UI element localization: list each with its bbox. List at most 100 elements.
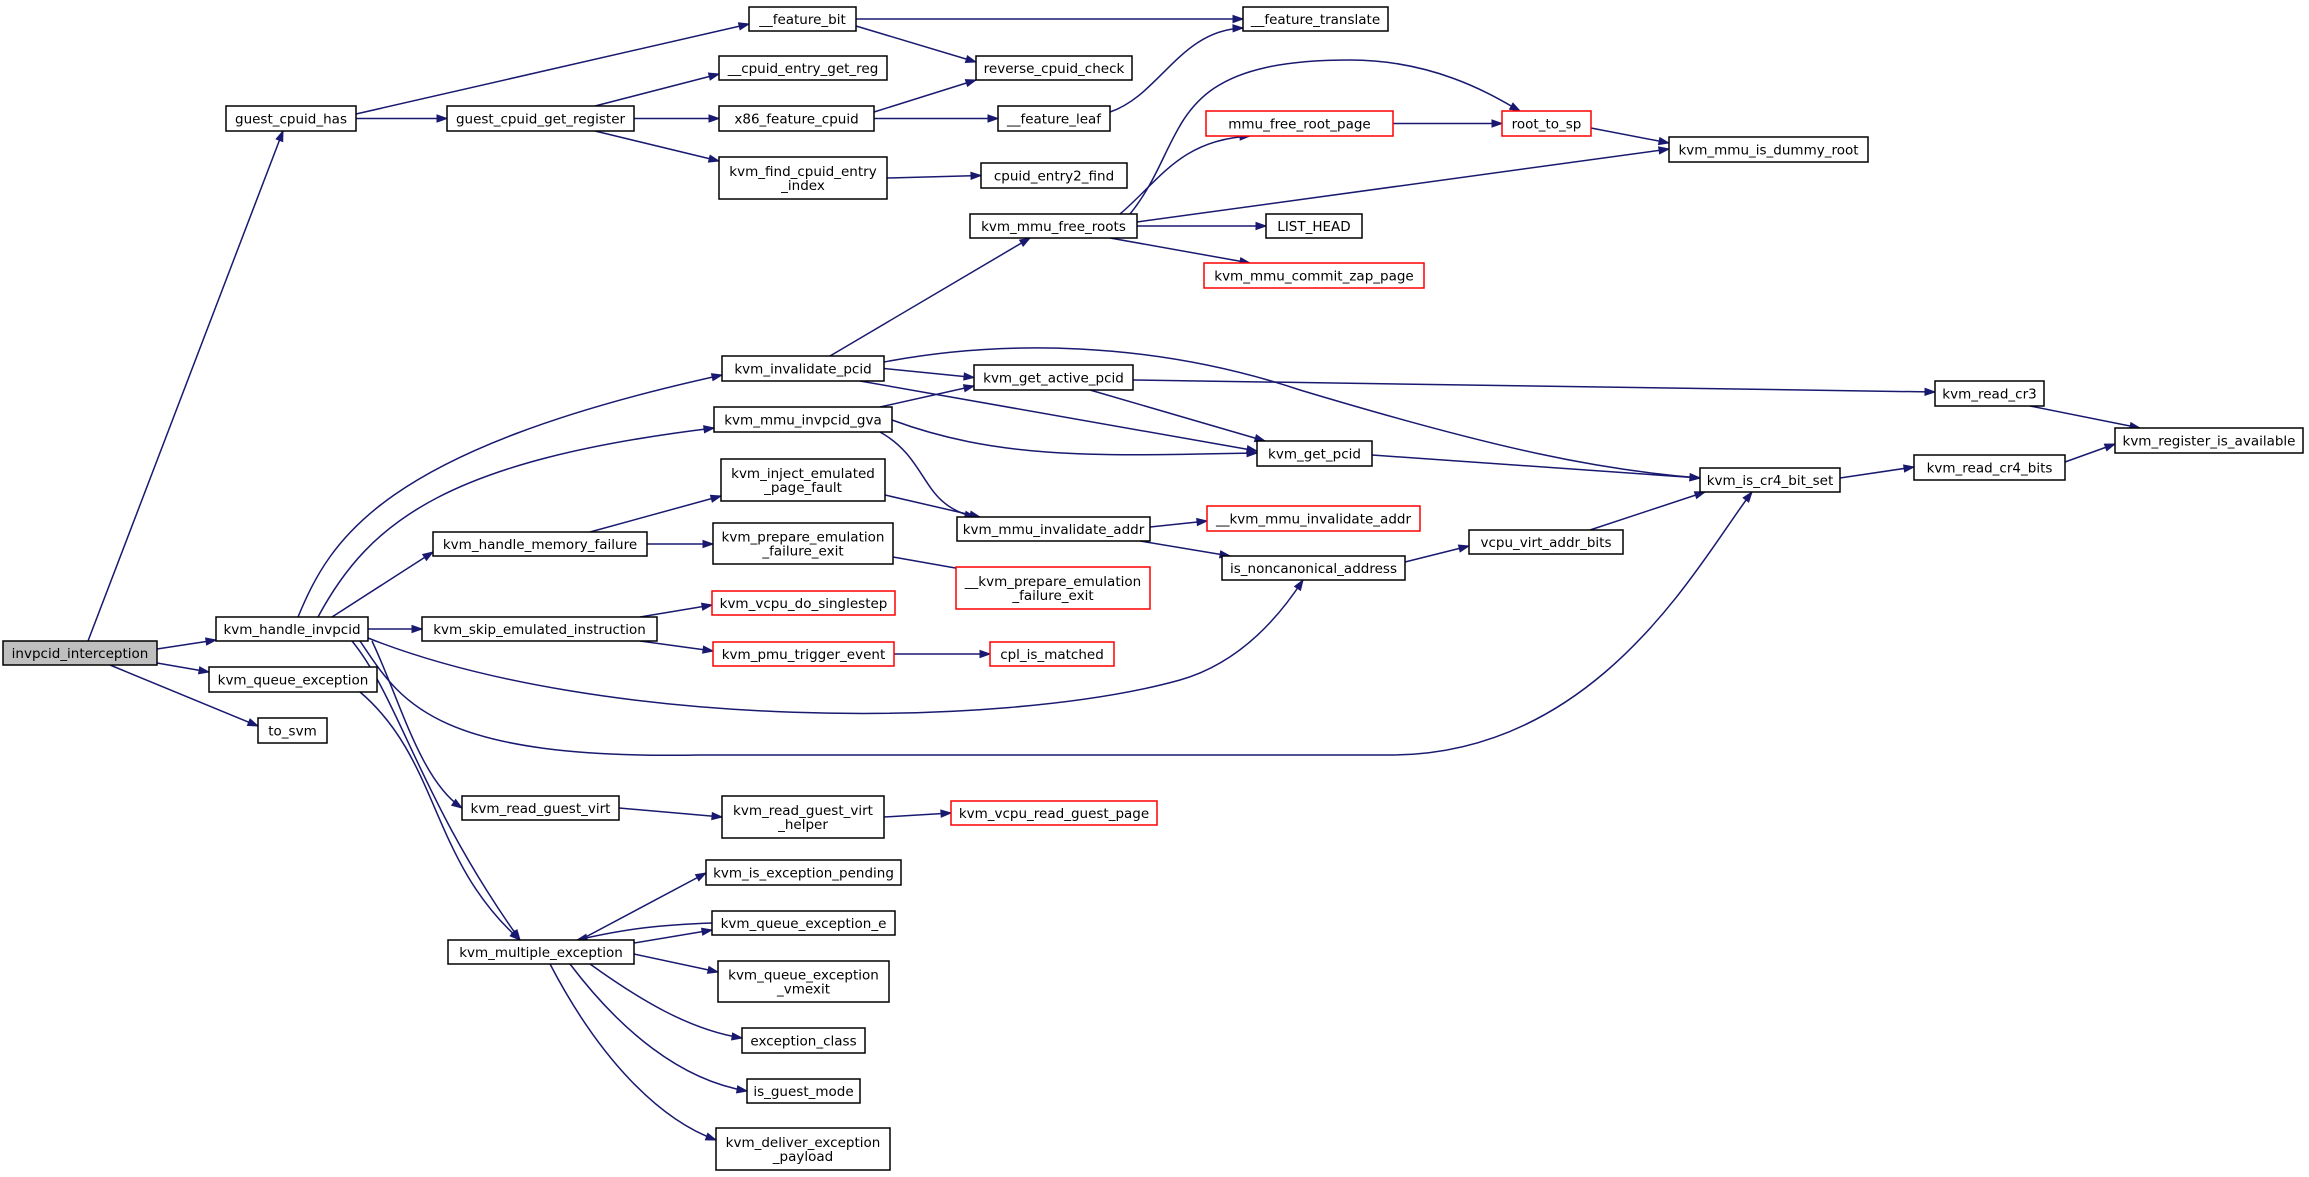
node-kvm-queue-exception[interactable]: kvm_queue_exception	[208, 666, 378, 693]
edge-line	[884, 494, 981, 518]
node-kvm-queue-exception-vmexit[interactable]: kvm_queue_exception_vmexit	[717, 960, 890, 1003]
node-kvm-mmu-invpcid-gva[interactable]: kvm_mmu_invpcid_gva	[713, 406, 893, 433]
arrowhead	[706, 965, 720, 974]
node-kvm-mmu-invalidate-addr[interactable]: __kvm_mmu_invalidate_addr	[1206, 505, 1421, 532]
node-kvm-get-pcid[interactable]: kvm_get_pcid	[1256, 440, 1373, 467]
edge-line	[633, 953, 719, 973]
node-label: _page_fault	[763, 480, 842, 496]
edge-line	[1136, 148, 1670, 223]
node-label: kvm_register_is_available	[2123, 434, 2296, 450]
node-cpl-is-matched[interactable]: cpl_is_matched	[989, 641, 1115, 667]
node-label: cpuid_entry2_find	[994, 169, 1114, 185]
node-LIST-HEAD[interactable]: LIST_HEAD	[1265, 213, 1363, 239]
node-reverse-cpuid-check[interactable]: reverse_cpuid_check	[975, 55, 1133, 81]
node-kvm-mmu-is-dummy-root[interactable]: kvm_mmu_is_dummy_root	[1668, 136, 1869, 163]
edge-kvm_get_active_pcid-to-kvm_get_pcid	[1089, 389, 1267, 443]
node-kvm-mmu-free-roots[interactable]: kvm_mmu_free_roots	[969, 213, 1138, 239]
edge-kvm_get_pcid-to-kvm_is_cr4_bit_set	[1371, 454, 1702, 482]
node-kvm-prepare-emulation-failure-exit[interactable]: kvm_prepare_emulation_failure_exit	[712, 522, 894, 565]
arrowhead	[964, 54, 978, 64]
arrowhead	[964, 79, 978, 88]
node-vcpu-virt-addr-bits[interactable]: vcpu_virt_addr_bits	[1468, 529, 1624, 555]
node-kvm-handle-invpcid[interactable]: kvm_handle_invpcid	[215, 616, 369, 642]
edge-line	[594, 73, 720, 107]
arrowhead	[436, 114, 449, 123]
node-guest-cpuid-get-register[interactable]: guest_cpuid_get_register	[446, 105, 635, 132]
node-kvm-mmu-commit-zap-page[interactable]: kvm_mmu_commit_zap_page	[1203, 262, 1425, 289]
arrowhead	[700, 927, 714, 936]
node-kvm-mmu-invalidate-addr[interactable]: kvm_mmu_invalidate_addr	[956, 516, 1151, 542]
node-label: kvm_invalidate_pcid	[734, 362, 871, 378]
arrowhead	[702, 539, 715, 549]
node-label: __feature_leaf	[1006, 112, 1102, 128]
node-kvm-inject-emulated-page-fault[interactable]: kvm_inject_emulated_page_fault	[720, 458, 886, 502]
node-kvm-prepare-emulation-failure-exit[interactable]: __kvm_prepare_emulation_failure_exit	[955, 566, 1151, 610]
edge-line	[331, 551, 434, 618]
node-box	[973, 364, 1134, 391]
node-kvm-deliver-exception-payload[interactable]: kvm_deliver_exception_payload	[715, 1127, 891, 1171]
arrowhead	[1657, 136, 1671, 146]
node-x86-feature-cpuid[interactable]: x86_feature_cpuid	[718, 105, 875, 132]
node-label: guest_cpuid_has	[235, 112, 347, 128]
edge-line	[1119, 135, 1251, 215]
node-root-to-sp[interactable]: root_to_sp	[1501, 110, 1592, 137]
node-to-svm[interactable]: to_svm	[257, 717, 328, 744]
node-kvm-queue-exception-e[interactable]: kvm_queue_exception_e	[711, 910, 896, 936]
node-kvm-invalidate-pcid[interactable]: kvm_invalidate_pcid	[721, 355, 885, 382]
node-box	[711, 590, 896, 616]
node-box	[721, 355, 885, 382]
edge-line	[579, 872, 707, 941]
node-kvm-read-guest-virt[interactable]: kvm_read_guest_virt	[461, 795, 620, 821]
node-kvm-skip-emulated-instruction[interactable]: kvm_skip_emulated_instruction	[421, 616, 658, 642]
node-kvm-vcpu-do-singlestep[interactable]: kvm_vcpu_do_singlestep	[711, 590, 896, 616]
node-cpuid-entry2-find[interactable]: cpuid_entry2_find	[980, 162, 1128, 189]
node-label: kvm_handle_invpcid	[223, 622, 360, 638]
node-label: kvm_get_pcid	[1268, 447, 1361, 463]
node-kvm-multiple-exception[interactable]: kvm_multiple_exception	[447, 939, 635, 965]
node-kvm-get-active-pcid[interactable]: kvm_get_active_pcid	[973, 364, 1134, 391]
node-feature-translate[interactable]: __feature_translate	[1242, 6, 1389, 32]
edge-line	[1590, 127, 1670, 144]
arrowhead	[450, 798, 464, 809]
node-guest-cpuid-has[interactable]: guest_cpuid_has	[225, 105, 357, 132]
node-label: _failure_exit	[761, 544, 843, 560]
arrowhead	[707, 72, 721, 81]
node-kvm-register-is-available[interactable]: kvm_register_is_available	[2114, 427, 2304, 454]
node-kvm-handle-memory-failure[interactable]: kvm_handle_memory_failure	[432, 531, 648, 557]
node-box	[257, 717, 328, 744]
node-box	[1256, 440, 1373, 467]
edge-guest_cpuid_has-to-guest_cpuid_get_register	[356, 114, 449, 123]
node-cpuid-entry-get-reg[interactable]: __cpuid_entry_get_reg	[718, 55, 888, 81]
edge-mmu_free_root_page-to-root_to_sp	[1393, 119, 1504, 128]
edge-line	[371, 640, 463, 809]
node-box	[712, 522, 894, 565]
node-feature-leaf[interactable]: __feature_leaf	[997, 105, 1111, 132]
arrowhead	[1018, 237, 1032, 247]
node-kvm-is-exception-pending[interactable]: kvm_is_exception_pending	[705, 859, 902, 886]
arrowhead	[197, 666, 211, 675]
node-kvm-vcpu-read-guest-page[interactable]: kvm_vcpu_read_guest_page	[950, 800, 1158, 826]
node-label: LIST_HEAD	[1277, 219, 1350, 235]
node-box	[989, 641, 1115, 667]
node-is-noncanonical-address[interactable]: is_noncanonical_address	[1221, 555, 1406, 581]
node-kvm-find-cpuid-entry-index[interactable]: kvm_find_cpuid_entry_index	[718, 156, 888, 200]
node-kvm-read-cr4-bits[interactable]: kvm_read_cr4_bits	[1913, 454, 2066, 481]
node-box	[215, 616, 369, 642]
node-exception-class[interactable]: exception_class	[741, 1027, 866, 1054]
node-box	[713, 406, 893, 433]
node-label: kvm_deliver_exception	[726, 1135, 881, 1151]
node-invpcid-interception[interactable]: invpcid_interception	[2, 640, 158, 666]
node-kvm-pmu-trigger-event[interactable]: kvm_pmu_trigger_event	[712, 641, 895, 667]
node-kvm-read-guest-virt-helper[interactable]: kvm_read_guest_virt_helper	[721, 795, 885, 839]
edge-line	[883, 367, 975, 379]
node-kvm-read-cr3[interactable]: kvm_read_cr3	[1934, 380, 2045, 407]
node-mmu-free-root-page[interactable]: mmu_free_root_page	[1205, 110, 1394, 137]
arrowhead	[704, 1132, 718, 1141]
node-kvm-is-cr4-bit-set[interactable]: kvm_is_cr4_bit_set	[1699, 467, 1841, 493]
node-is-guest-mode[interactable]: is_guest_mode	[746, 1078, 861, 1104]
edge-line	[886, 174, 982, 179]
node-feature-bit[interactable]: __feature_bit	[748, 6, 857, 32]
node-box	[1203, 262, 1425, 289]
edge-line	[1839, 466, 1915, 479]
node-box	[980, 162, 1128, 189]
